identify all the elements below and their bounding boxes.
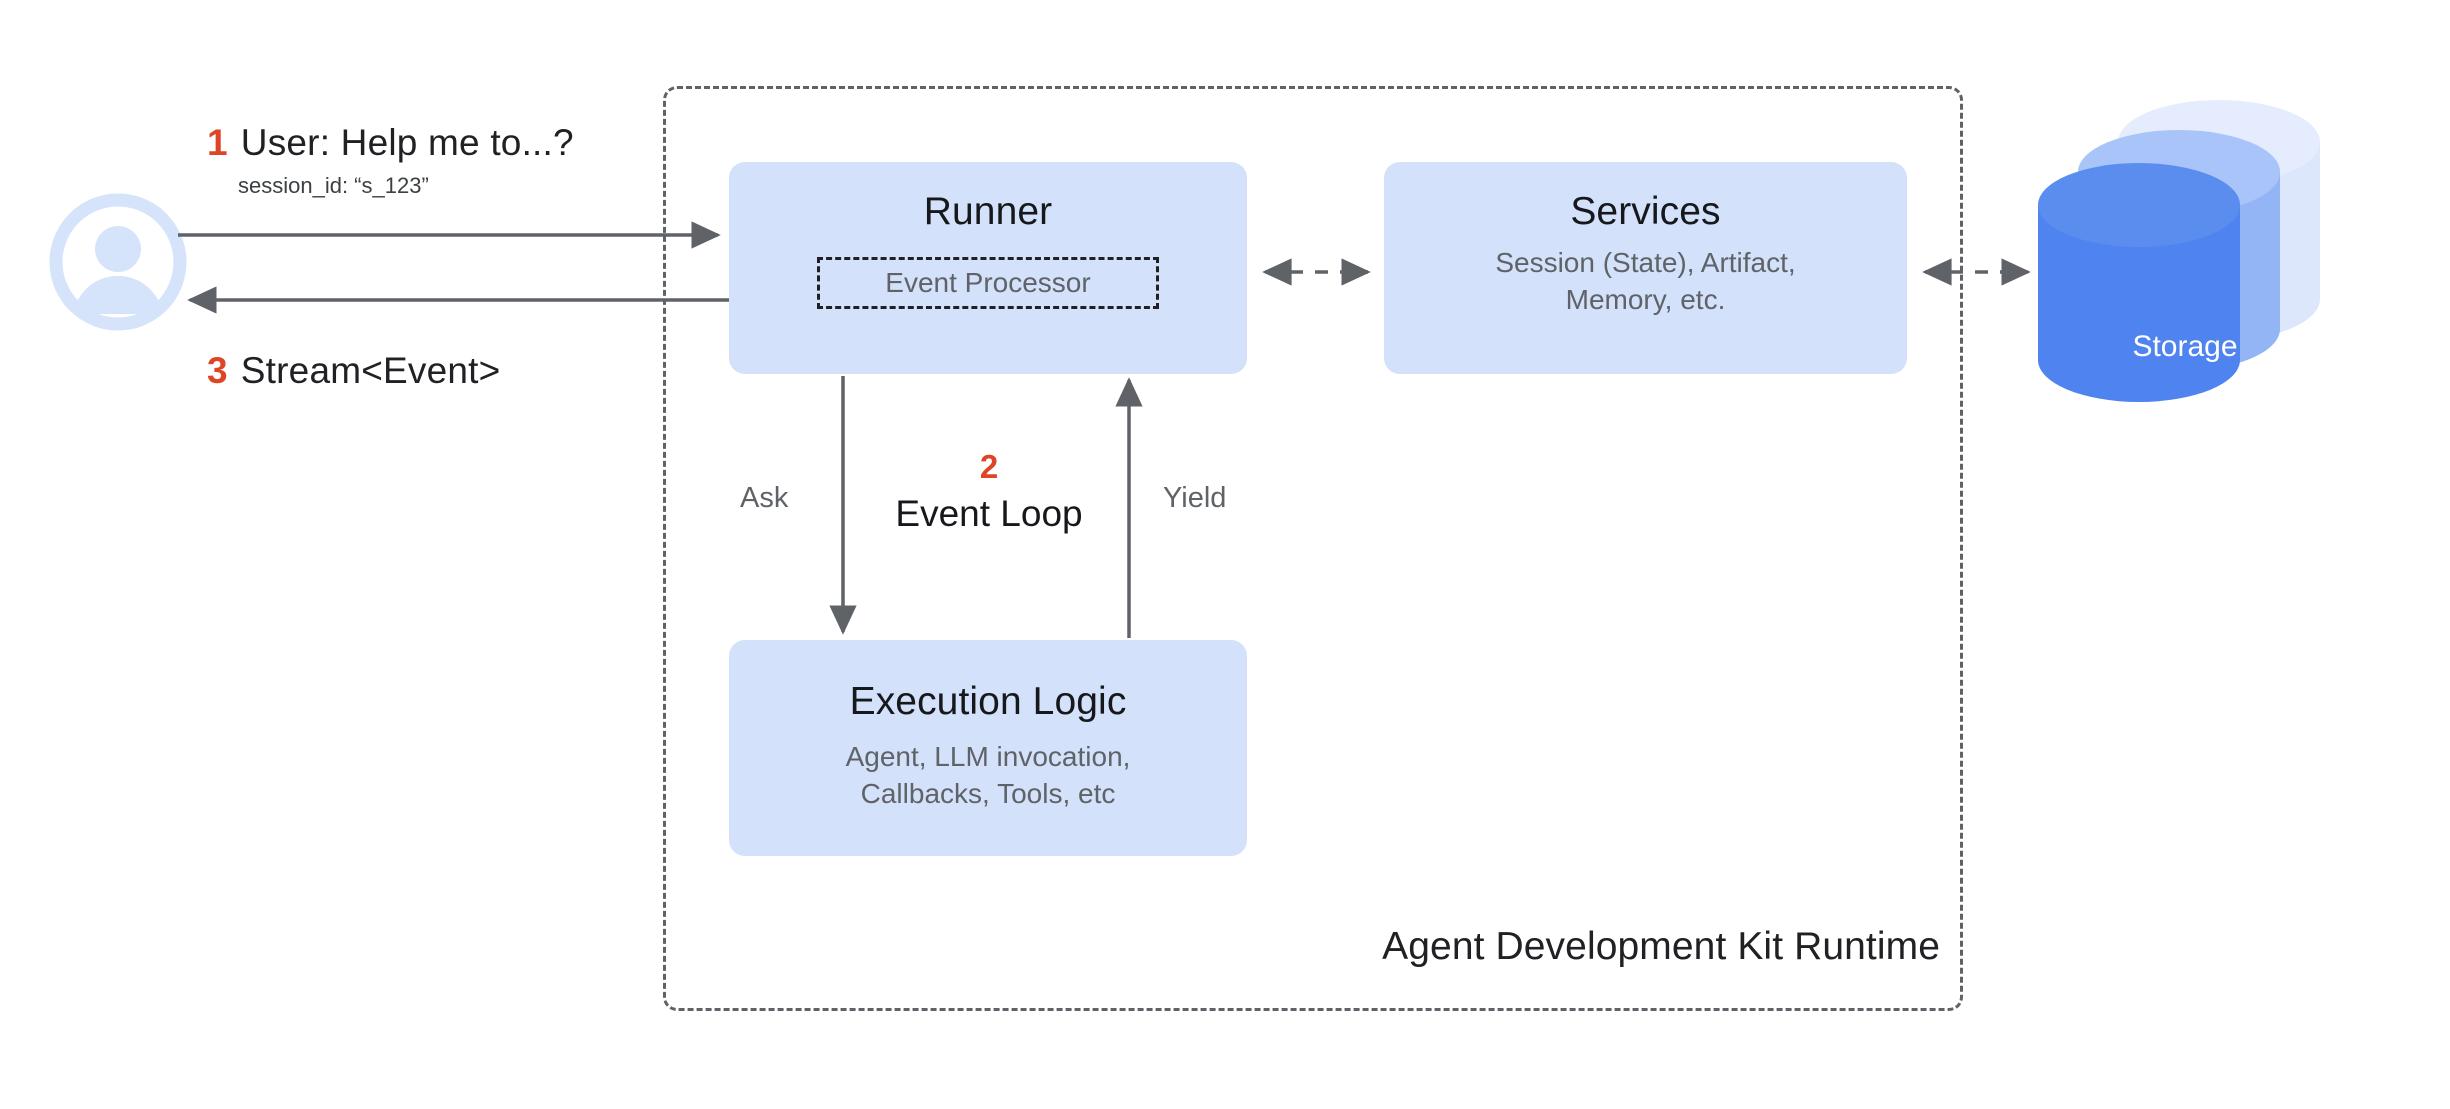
execution-logic-title: Execution Logic xyxy=(849,680,1127,723)
runner-node[interactable]: Runner Event Processor xyxy=(729,162,1247,374)
event-loop-text: Event Loop xyxy=(895,493,1083,534)
request-session-id: session_id: “s_123” xyxy=(238,173,429,198)
runtime-boundary xyxy=(663,86,1963,1011)
request-message: 1 User: Help me to...? session_id: “s_123… xyxy=(207,122,574,199)
step-number-1: 1 xyxy=(207,122,228,163)
services-subtitle: Session (State), Artifact,Memory, etc. xyxy=(1495,246,1796,315)
response-message: 3 Stream<Event> xyxy=(207,350,500,392)
runner-title: Runner xyxy=(923,190,1053,233)
event-processor-label: Event Processor xyxy=(885,266,1091,298)
storage-icon[interactable] xyxy=(2030,95,2410,425)
step-number-3: 3 xyxy=(207,350,228,391)
yield-label: Yield xyxy=(1163,482,1227,514)
services-title: Services xyxy=(1570,190,1721,233)
step-number-2: 2 xyxy=(979,448,999,485)
ask-label: Ask xyxy=(740,482,789,514)
storage-label: Storage xyxy=(2132,330,2238,363)
execution-logic-subtitle: Agent, LLM invocation,Callbacks, Tools, … xyxy=(845,740,1131,809)
storage-cylinder-front xyxy=(2038,163,2240,402)
execution-logic-node[interactable]: Execution Logic Agent, LLM invocation,Ca… xyxy=(729,640,1247,856)
event-processor-node[interactable]: Event Processor xyxy=(817,256,1159,309)
services-node[interactable]: Services Session (State), Artifact,Memor… xyxy=(1384,162,1907,374)
request-message-text: User: Help me to...? xyxy=(240,122,574,163)
response-message-text: Stream<Event> xyxy=(240,350,501,391)
event-loop-label: 2 Event Loop xyxy=(830,450,1148,532)
user-avatar-icon xyxy=(48,192,188,332)
runtime-label: Agent Development Kit Runtime xyxy=(1382,925,1940,968)
